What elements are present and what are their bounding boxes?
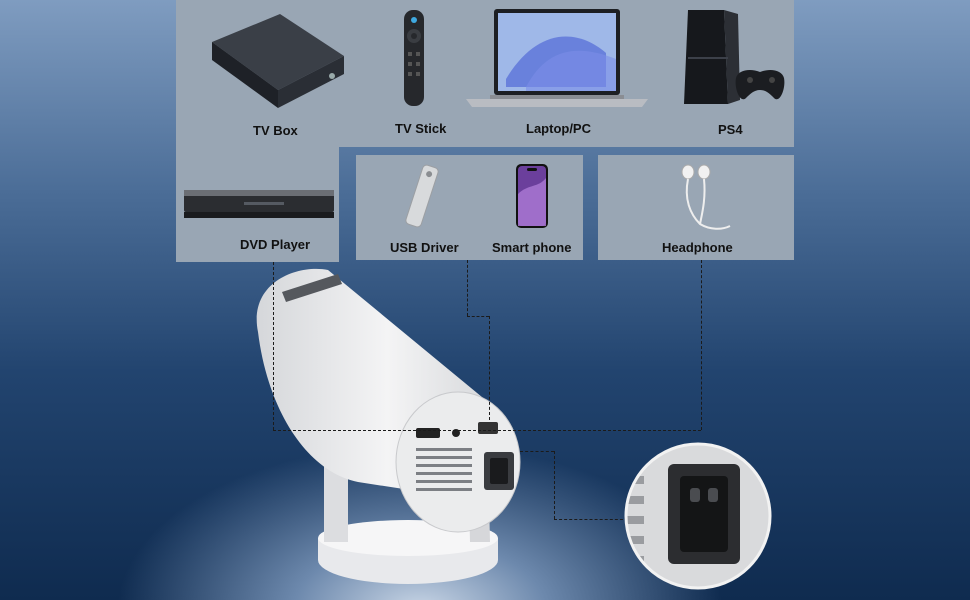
laptop-label: Laptop/PC bbox=[526, 121, 591, 136]
dvd-player-label: DVD Player bbox=[240, 237, 311, 252]
power-connector-horizontal bbox=[520, 451, 554, 452]
usb-drive-icon bbox=[400, 163, 444, 229]
dvd-connector-line bbox=[273, 262, 274, 430]
power-connector-vertical bbox=[554, 451, 555, 519]
laptop-icon bbox=[466, 9, 648, 109]
usb-connector-line bbox=[467, 260, 468, 316]
device-panel-headphone bbox=[598, 155, 794, 260]
tv-box-icon bbox=[208, 8, 348, 108]
smart-phone-label: Smart phone bbox=[492, 240, 572, 255]
usb-connector-drop bbox=[489, 316, 490, 420]
usb-connector-horizontal bbox=[467, 316, 489, 317]
tv-box-label: TV Box bbox=[253, 123, 298, 138]
headphone-label: Headphone bbox=[662, 240, 733, 255]
power-connector-to-zoom bbox=[554, 519, 628, 520]
usb-driver-label: USB Driver bbox=[390, 240, 459, 255]
power-socket-zoom bbox=[624, 442, 774, 592]
projector-icon bbox=[238, 262, 538, 592]
earphones-icon bbox=[670, 164, 734, 234]
ps4-label: PS4 bbox=[718, 122, 743, 137]
tv-stick-remote-icon bbox=[402, 10, 426, 106]
ps4-console-icon bbox=[680, 8, 788, 108]
tv-stick-label: TV Stick bbox=[395, 121, 447, 136]
connector-bottom-line bbox=[273, 430, 701, 431]
dvd-player-icon bbox=[184, 188, 334, 222]
headphone-connector-line bbox=[701, 260, 702, 430]
smartphone-icon bbox=[516, 164, 548, 228]
